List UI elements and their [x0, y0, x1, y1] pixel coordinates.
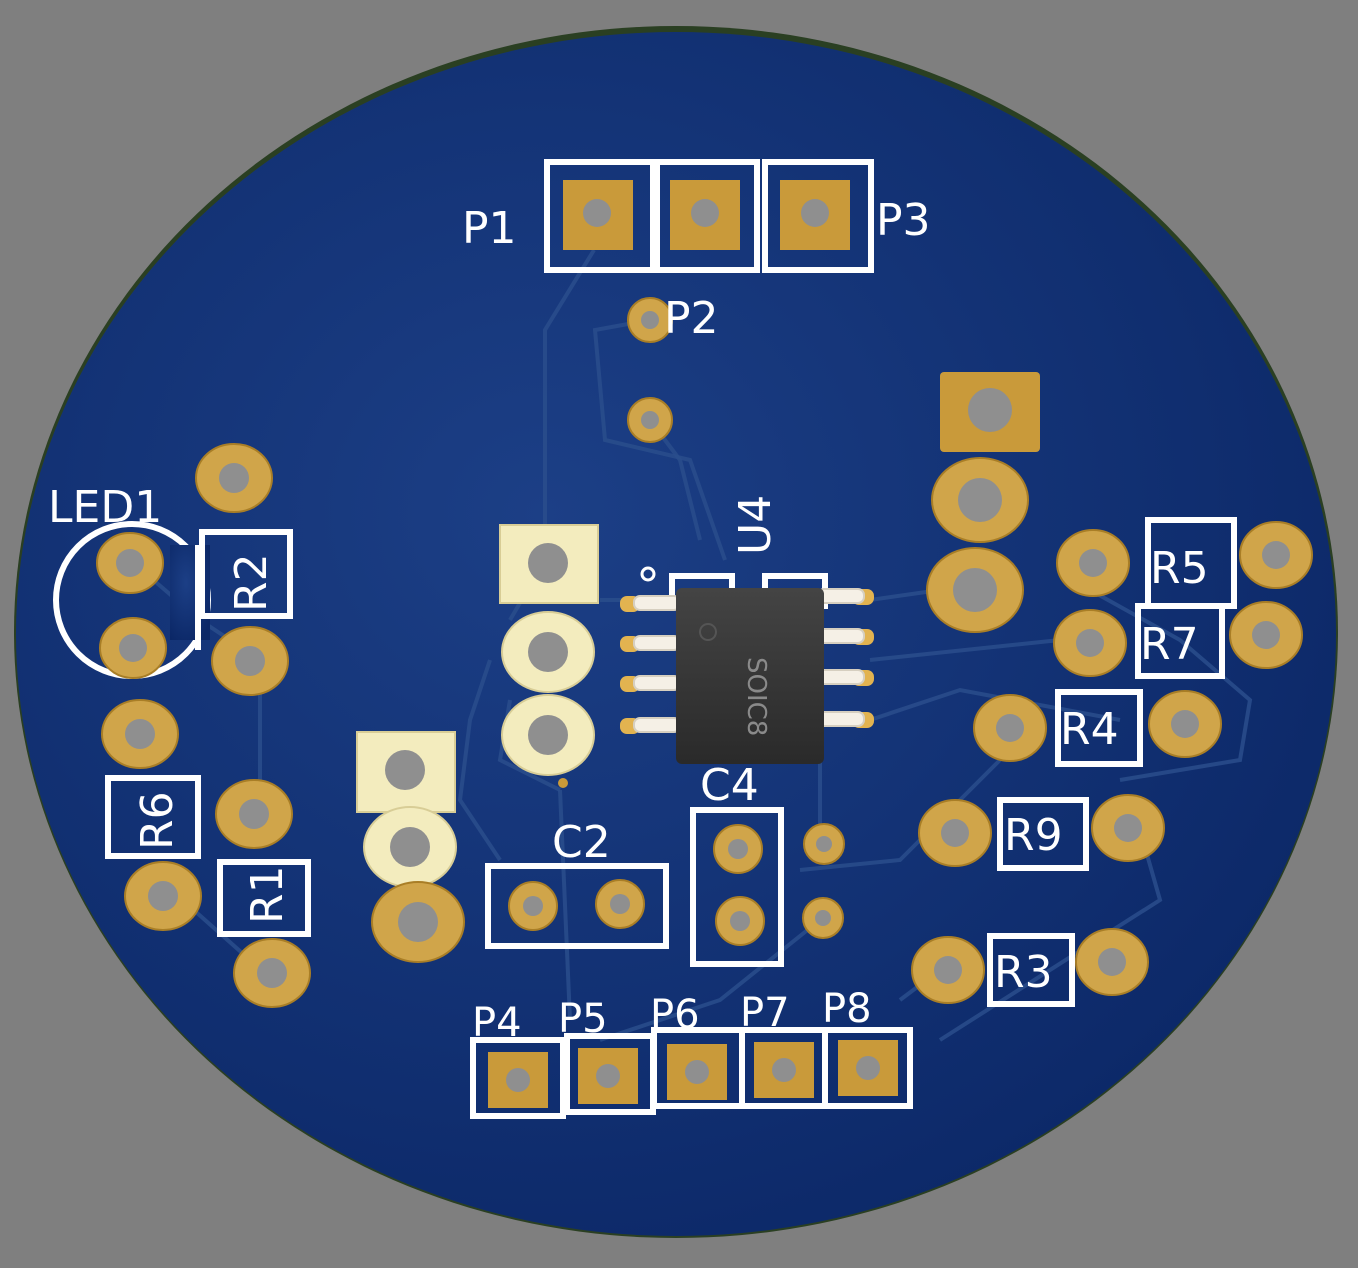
- chip-package-label: SOIC8: [741, 657, 771, 736]
- header-lower-left: [356, 731, 465, 963]
- r7-outline: [1135, 603, 1225, 679]
- header-p4-p8: [470, 1027, 913, 1119]
- label-r9: R9: [1004, 810, 1063, 861]
- header-right: [926, 372, 1040, 633]
- c2-outline: [485, 863, 669, 949]
- r9-outline: [997, 797, 1089, 871]
- r4-outline: [1055, 689, 1143, 767]
- label-r5: R5: [1150, 543, 1209, 594]
- c4-outline: [690, 807, 784, 967]
- label-p5: P5: [558, 996, 608, 1042]
- label-u4: U4: [730, 495, 781, 555]
- header-center-left: [499, 524, 599, 776]
- label-c2: C2: [552, 817, 611, 868]
- r6-outline: [105, 775, 201, 859]
- label-r6: R6: [132, 791, 183, 850]
- label-r7: R7: [1140, 619, 1199, 670]
- header-p1-p3: [544, 159, 874, 273]
- label-p6: P6: [650, 992, 700, 1038]
- r2-outline: [199, 529, 293, 619]
- u4-pin1-marker: [640, 566, 656, 582]
- label-p2: P2: [664, 293, 719, 344]
- label-r2: R2: [226, 553, 277, 612]
- label-p8: P8: [822, 986, 872, 1032]
- label-p7: P7: [740, 990, 790, 1036]
- label-led1: LED1: [48, 482, 162, 533]
- label-p4: P4: [472, 1000, 522, 1046]
- label-r4: R4: [1060, 704, 1119, 755]
- via: [558, 778, 568, 788]
- r3-outline: [987, 933, 1075, 1007]
- label-p3: P3: [876, 195, 931, 246]
- r1-outline: [217, 859, 311, 937]
- u4-chip: [676, 588, 824, 764]
- chip-dot: [699, 623, 717, 641]
- label-r3: R3: [994, 947, 1053, 998]
- label-c4: C4: [700, 760, 759, 811]
- label-r1: R1: [242, 865, 293, 924]
- u4-pins: [620, 588, 874, 734]
- label-p1: P1: [462, 203, 517, 254]
